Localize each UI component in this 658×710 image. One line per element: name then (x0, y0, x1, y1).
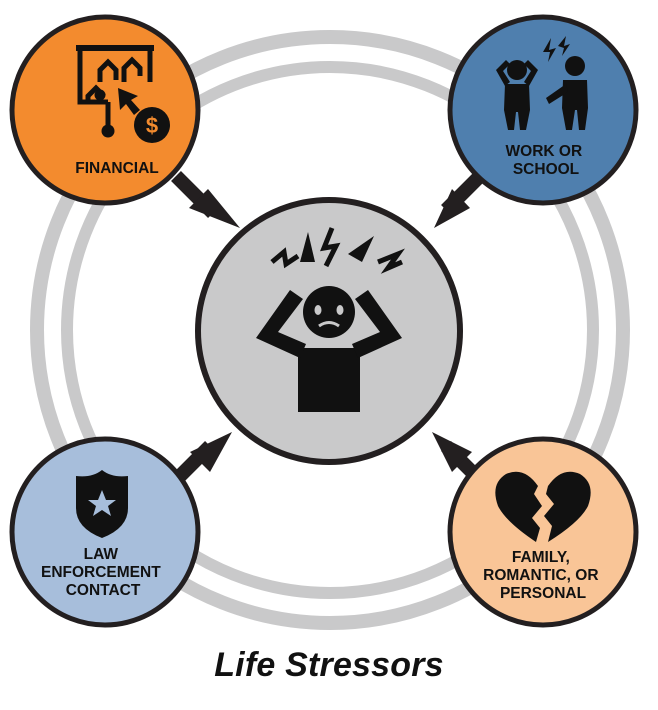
stressed-person-icon (256, 227, 405, 412)
inner-ring (61, 61, 599, 599)
law-label-line-1: LAW (84, 546, 119, 563)
node-work-or-school: WORK OR SCHOOL (447, 14, 639, 206)
cursor-arrow-icon (118, 88, 140, 115)
arrow-from-law (171, 432, 232, 485)
family-label-line-3: PERSONAL (500, 585, 586, 602)
police-badge-icon (76, 470, 128, 538)
svg-text:FINANCIAL: FINANCIAL (75, 160, 159, 177)
family-label-line-1: FAMILY, (512, 549, 570, 566)
law-label-line-3: CONTACT (66, 582, 141, 599)
node-family-romantic-personal: FAMILY, ROMANTIC, OR PERSONAL (447, 436, 639, 628)
arrow-from-financial (171, 171, 240, 228)
arrow-from-work (434, 171, 485, 228)
outer-ring (30, 30, 630, 630)
dollar-sign: $ (146, 113, 158, 138)
center-node (195, 197, 463, 465)
work-label-line-2: SCHOOL (513, 161, 579, 178)
dollar-coin-icon (134, 107, 170, 143)
law-label-line-2: ENFORCEMENT (41, 564, 161, 581)
svg-text:FAMILY, ROMANTIC, OR: FAMILY, ROMANTIC, OR PERSONAL (483, 549, 603, 602)
family-label-line-2: ROMANTIC, OR (483, 567, 598, 584)
svg-text:LAW ENFORCEMENT CO: LAW ENFORCEMENT CONTACT (41, 546, 165, 599)
arguing-people-icon (496, 36, 588, 130)
financial-chart-money-icon (76, 45, 154, 138)
work-label-line-1: WORK OR (506, 143, 583, 160)
broken-heart-icon (495, 471, 591, 542)
life-stressors-diagram: $ FINANCIAL WORK OR SCHOOL (9, 14, 639, 630)
diagram-title: Life Stressors (214, 646, 444, 684)
svg-text:WORK OR SCHOOL: WORK OR SCHOOL (506, 143, 587, 178)
financial-label-line-1: FINANCIAL (75, 160, 159, 177)
node-financial: $ FINANCIAL (9, 14, 201, 206)
node-law-enforcement-contact: LAW ENFORCEMENT CONTACT (9, 436, 201, 628)
